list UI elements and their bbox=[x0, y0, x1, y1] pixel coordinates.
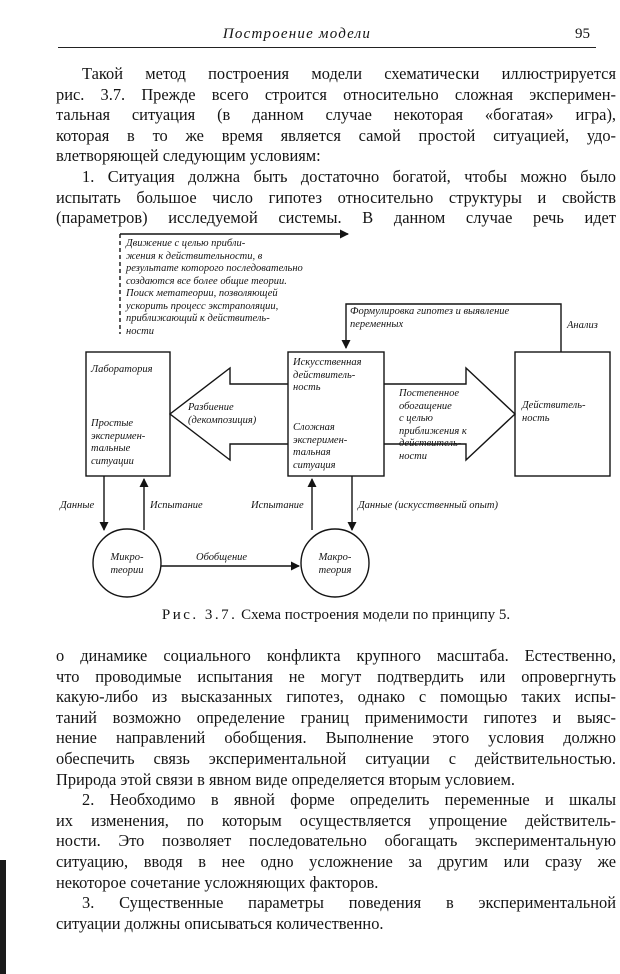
figure-caption: Рис. 3.7. Схема построения модели по при… bbox=[56, 607, 616, 624]
text-line: (параметров) исследуемой системы. В данн… bbox=[56, 208, 616, 228]
text-line: 1. Ситуация должна быть достаточно богат… bbox=[82, 166, 616, 186]
running-title: Построение модели bbox=[222, 26, 372, 42]
enrichment-arrow bbox=[384, 366, 517, 462]
generalization-label: Обобщение bbox=[196, 552, 248, 563]
hypotheses-note: Формулировка гипотез и выявление перемен… bbox=[350, 306, 510, 330]
page-number: 95 bbox=[575, 26, 590, 42]
text-line: ности. Это позволяет последовательно обо… bbox=[56, 831, 616, 851]
data-label-right: Данные (искусственный опыт) bbox=[358, 500, 498, 511]
running-header: Построение модели 95 bbox=[58, 26, 596, 48]
reality-label: Действитель- ность bbox=[522, 400, 586, 424]
text-line: тальная ситуация (в данном случае некото… bbox=[56, 105, 616, 125]
header-rule bbox=[58, 47, 596, 48]
data-label-left: Данные bbox=[60, 500, 95, 511]
text-line: Такой метод построения модели схематичес… bbox=[82, 64, 616, 83]
page-edge-shadow bbox=[0, 860, 6, 974]
text-line: их изменения, по которым осуществляется … bbox=[56, 810, 616, 830]
lab-subtitle: Простые эксперимен- тальные ситуации bbox=[91, 418, 146, 467]
analysis-loop bbox=[341, 303, 562, 352]
decomposition-label: Разбиение (декомпозиция) bbox=[188, 402, 257, 426]
caption-label: Рис. 3.7. bbox=[161, 607, 238, 623]
text-line: влетворяющей следующим условиям: bbox=[56, 146, 321, 166]
text-line: 2. Необходимо в явной форме определить п… bbox=[82, 790, 616, 810]
text-line: испытать большое число гипотез относител… bbox=[56, 187, 616, 207]
text-line: 3. Существенные параметры поведения в эк… bbox=[82, 893, 616, 913]
micro-theories-label: Микро- теории bbox=[110, 552, 144, 576]
artificial-subtitle: Сложная эксперимен- тальная ситуация bbox=[293, 422, 348, 471]
text-line: ситуацию, вводя в нее одно усложнение за… bbox=[56, 851, 616, 871]
enrichment-label: Постепенное обогащение с целью приближен… bbox=[399, 388, 467, 462]
caption-text: Схема построения модели по принципу 5. bbox=[241, 607, 511, 623]
lab-title: Лаборатория bbox=[91, 364, 153, 375]
micro-theories-circle bbox=[92, 528, 162, 598]
text-line: обеспечить связь экспериментальной ситуа… bbox=[56, 748, 616, 768]
text-line: некоторое сочетание усложняющих факторов… bbox=[56, 872, 379, 892]
text-line: ситуации должны описываться количественн… bbox=[56, 913, 384, 933]
test-label-left: Испытание bbox=[150, 500, 203, 511]
figure-3-7: Движение с целью прибли- жения к действи… bbox=[56, 222, 616, 612]
text-line: таний возможно определение границ примен… bbox=[56, 707, 616, 727]
text-line: рис. 3.7. Прежде всего строится относите… bbox=[56, 84, 616, 104]
text-line: которая в то же время является самой про… bbox=[56, 125, 616, 145]
text-line: Природа этой связи в явном виде определя… bbox=[56, 769, 515, 789]
body-text-top: Такой метод построения модели схематичес… bbox=[56, 64, 616, 229]
artificial-title: Искусственная действитель- ность bbox=[293, 357, 362, 393]
text-line: о динамике социального конфликта крупног… bbox=[56, 646, 616, 665]
macro-theory-label: Макро- теория bbox=[318, 552, 352, 576]
analysis-label: Анализ bbox=[567, 320, 598, 331]
artificial-box bbox=[287, 351, 385, 477]
text-line: нение направлений обобщения. Выполнение … bbox=[56, 728, 616, 748]
body-text-bottom: о динамике социального конфликта крупног… bbox=[56, 646, 616, 934]
text-line: что проводимые испытания не могут подтве… bbox=[56, 666, 616, 686]
text-line: какую-либо из высказанных гипотез, однак… bbox=[56, 687, 616, 707]
macro-theory-circle bbox=[300, 528, 370, 598]
figure-diagram-svg bbox=[85, 229, 611, 598]
decomposition-arrow bbox=[168, 366, 288, 462]
test-label-right: Испытание bbox=[251, 500, 304, 511]
top-note: Движение с целью прибли- жения к действи… bbox=[126, 238, 303, 337]
